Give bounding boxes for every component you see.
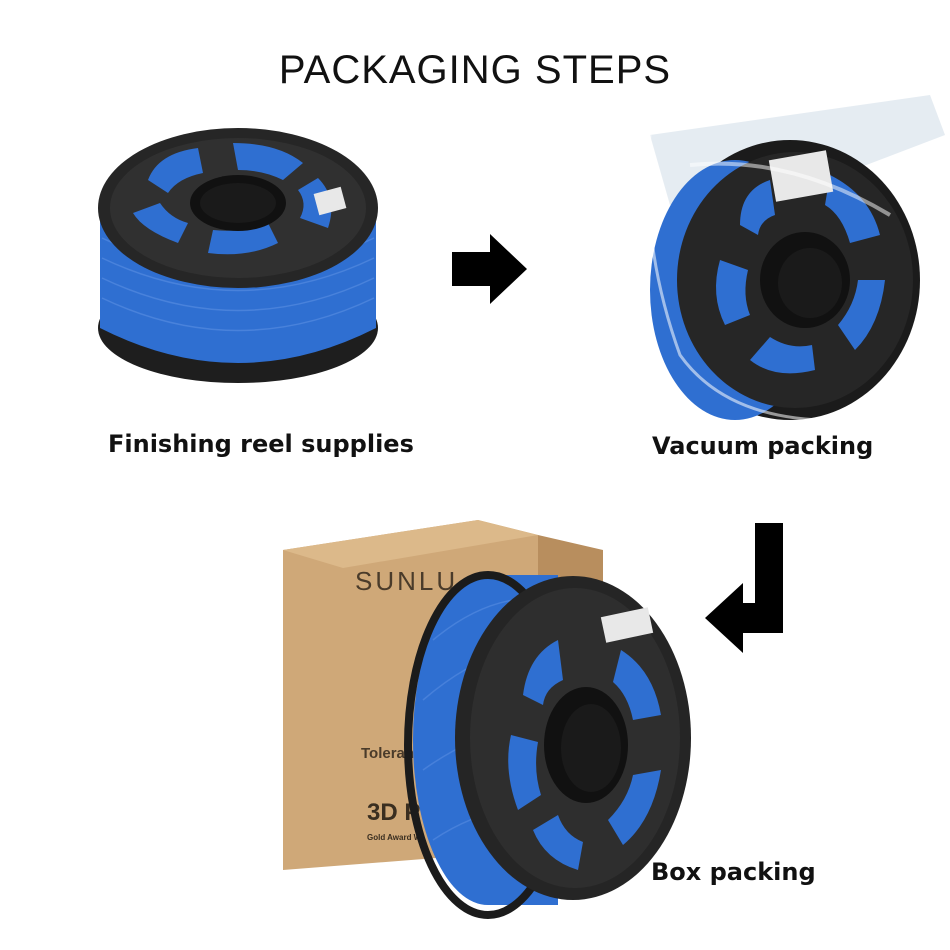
boxed-spool-icon: SUNLU Tolerance 3D P Gold Award Wi (283, 520, 691, 919)
arrow-right-icon (452, 234, 527, 304)
step-caption-box: Box packing (651, 858, 816, 886)
page-title: PACKAGING STEPS (278, 48, 672, 92)
step-caption-vacuum: Vacuum packing (652, 432, 874, 460)
box-brand-logo: SUNLU (355, 566, 458, 596)
step-caption-finishing: Finishing reel supplies (108, 430, 414, 458)
vacuum-bagged-spool-icon (646, 95, 945, 422)
filament-spool-icon (98, 128, 378, 383)
arrow-down-left-icon (705, 523, 783, 653)
box-award-text: Gold Award Wi (367, 833, 423, 842)
